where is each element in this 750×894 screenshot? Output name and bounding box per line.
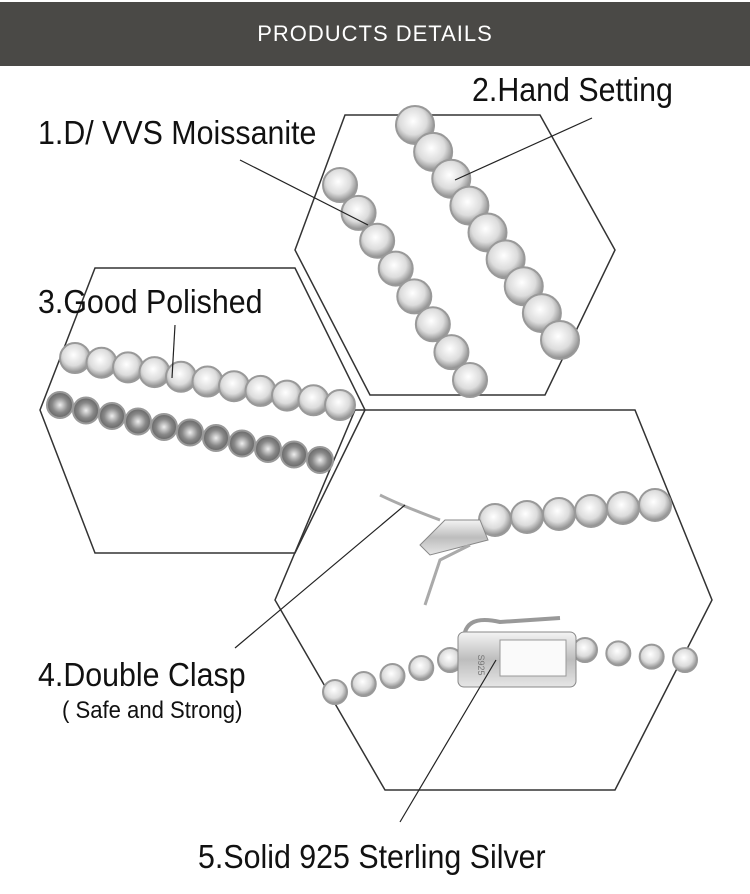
bracelet-stone [244,374,277,407]
bracelet-stone [297,384,330,417]
bracelet-stone [165,360,197,393]
bracelet-stone [408,655,435,681]
bracelet-stone [396,278,433,315]
bracelet-stone [433,334,470,371]
feature-label-polished: 3.Good Polished [38,283,263,320]
feature-label-hand-setting: 2.Hand Setting [472,71,673,108]
leader-line-clasp [234,504,406,649]
bracelet-stone [377,250,414,287]
bracelet-stone [280,440,308,469]
bracelet-stone [254,435,282,463]
bracelet-stone [322,679,348,705]
bracelet-stone [510,500,544,534]
bracelet-stone [540,320,580,360]
section-header: PRODUCTS DETAILS [0,2,750,66]
bracelet-stone [124,407,152,436]
bracelet-stone [85,346,118,379]
bracelet-stone [150,413,178,441]
bracelet-stone [72,396,100,425]
bracelet-stone [572,637,598,663]
bracelet-stone [98,402,126,430]
bracelet-stone [350,671,377,697]
bracelet-stone [672,647,698,673]
bracelet-stone [340,194,377,231]
feature-label-silver: 5.Solid 925 Sterling Silver [198,838,546,875]
feature-label-clasp: 4.Double Clasp [38,656,246,693]
bracelet-stone [606,491,640,525]
bracelet-stone [228,429,256,458]
leader-line-hand-setting [454,117,593,181]
bracelet-stone [202,424,230,452]
bracelet-stone [574,494,608,528]
bracelet-stone [112,351,144,384]
bracelet-stone [359,222,396,259]
bracelet-stone [46,391,74,419]
hexagon-frame-moissanite [294,114,616,396]
bracelet-stone [452,362,488,398]
feature-sublabel-clasp: ( Safe and Strong) [62,697,243,724]
bracelet-stone [542,497,576,531]
bracelet-stone [59,342,91,374]
bracelet-stone [414,306,451,343]
section-title: PRODUCTS DETAILS [257,21,493,46]
bracelet-stone [218,370,250,403]
bracelet-stone [306,446,334,474]
clasp-stamp: S925 [476,654,486,675]
leader-line-silver [399,659,497,823]
bracelet-stone [638,488,672,522]
bracelet-stone [138,356,171,389]
bracelet-stone [324,389,356,421]
bracelet-stone [379,663,406,689]
leader-line-moissanite [239,159,369,226]
feature-label-moissanite: 1.D/ VVS Moissanite [38,114,317,151]
hexagon-frame-clasp [274,409,713,791]
bracelet-stone [176,418,204,447]
bracelet-stone [271,379,303,412]
bracelet-stone [191,365,224,398]
bracelet-stone [638,643,665,670]
bracelet-stone [605,640,632,667]
leader-line-polished [171,324,176,379]
bracelet-stone [322,167,358,203]
